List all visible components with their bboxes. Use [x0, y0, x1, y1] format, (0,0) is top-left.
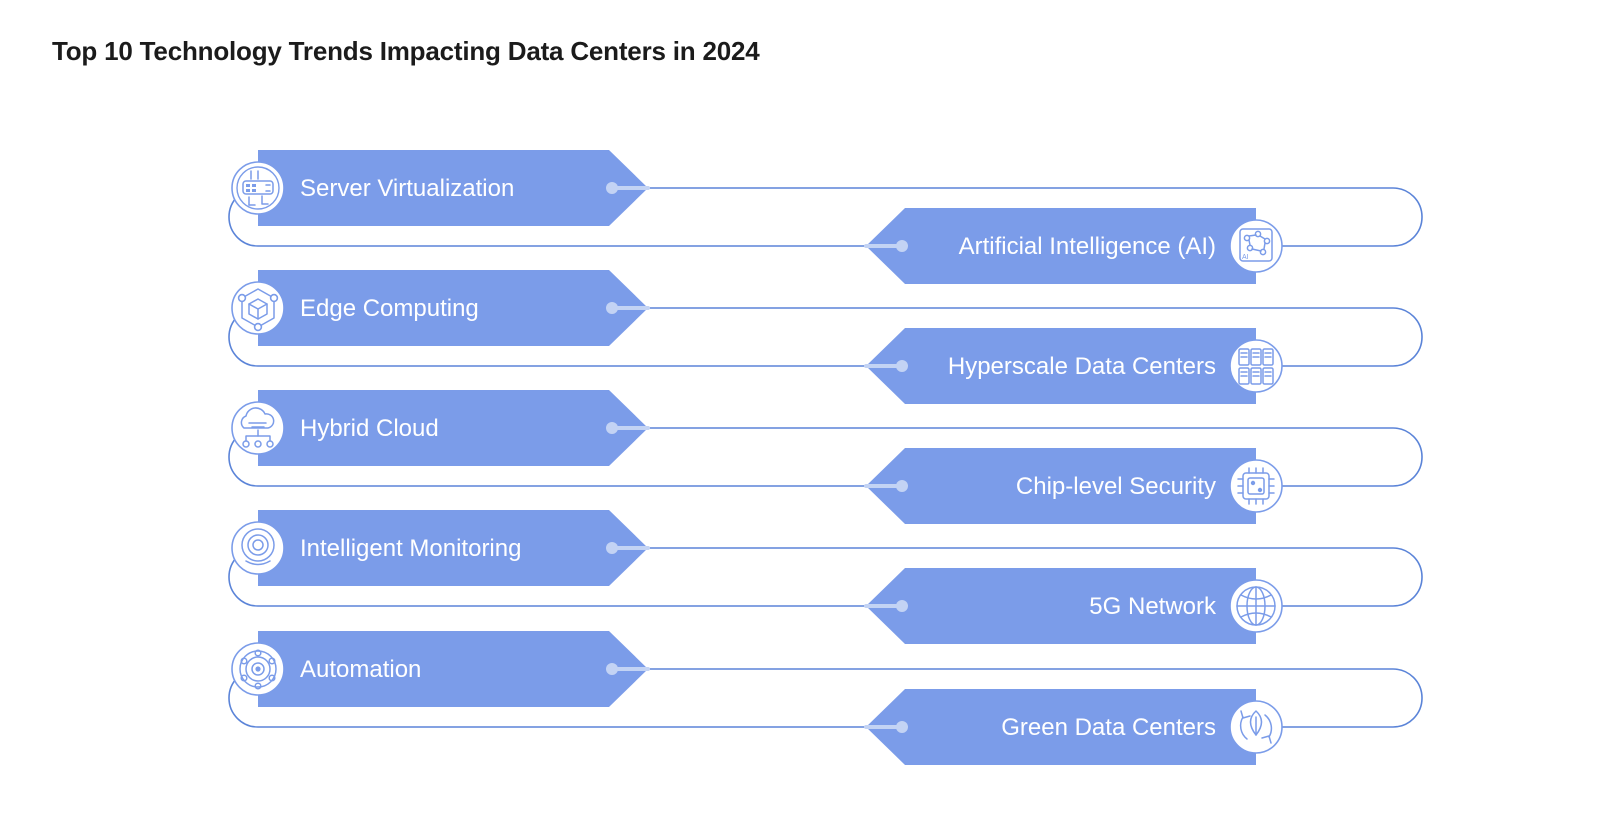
server-racks-grid-icon	[1229, 339, 1283, 393]
rail-group-3	[228, 427, 1423, 487]
trend-label-4: Hyperscale Data Centers	[948, 353, 1216, 380]
trend-label-2: Artificial Intelligence (AI)	[959, 233, 1216, 260]
connector-dot-2	[896, 240, 908, 252]
trend-row-10[interactable]: Green Data Centers	[864, 689, 1283, 765]
cpu-chip-icon	[1229, 459, 1283, 513]
trend-label-1: Server Virtualization	[300, 175, 514, 202]
rail-group-1	[228, 187, 1423, 247]
globe-icon	[1229, 579, 1283, 633]
trend-band-3[interactable]	[258, 270, 648, 346]
connector-rail-5	[228, 668, 1423, 728]
trend-band-2[interactable]	[866, 208, 1256, 284]
trend-label-7: Intelligent Monitoring	[300, 535, 521, 562]
connector-dot-4	[896, 360, 908, 372]
connector-dot-9	[606, 663, 618, 675]
rail-group-5	[228, 668, 1423, 728]
trend-row-3[interactable]: Edge Computing	[231, 270, 650, 346]
trend-label-3: Edge Computing	[300, 295, 479, 322]
trend-row-8[interactable]: 5G Network	[864, 568, 1283, 644]
trend-band-4[interactable]	[866, 328, 1256, 404]
connector-dot-1	[606, 182, 618, 194]
trend-label-5: Hybrid Cloud	[300, 415, 439, 442]
connector-rail-1	[228, 187, 1423, 247]
trend-label-6: Chip-level Security	[1016, 473, 1216, 500]
trend-band-9[interactable]	[258, 631, 648, 707]
trend-row-6[interactable]: Chip-level Security	[864, 448, 1283, 524]
trend-row-4[interactable]: Hyperscale Data Centers	[864, 328, 1283, 404]
trend-row-9[interactable]: Automation	[231, 631, 650, 707]
ai-circuit-board-icon: AI	[1229, 219, 1283, 273]
server-rack-icon	[231, 161, 285, 215]
trend-row-1[interactable]: Server Virtualization	[231, 150, 650, 226]
connector-dot-3	[606, 302, 618, 314]
rail-group-2	[228, 307, 1423, 367]
connector-rail-4	[228, 547, 1423, 607]
trend-row-7[interactable]: Intelligent Monitoring	[231, 510, 650, 586]
connector-dot-7	[606, 542, 618, 554]
rail-group-4	[228, 547, 1423, 607]
trend-label-8: 5G Network	[1089, 593, 1217, 620]
cloud-network-icon	[231, 401, 285, 455]
connector-rail-2	[228, 307, 1423, 367]
trend-band-10[interactable]	[866, 689, 1256, 765]
trend-label-9: Automation	[300, 656, 421, 683]
page-title: Top 10 Technology Trends Impacting Data …	[52, 36, 760, 66]
trend-band-1[interactable]	[258, 150, 648, 226]
connector-rail-3	[228, 427, 1423, 487]
leaf-recycle-icon	[1229, 700, 1283, 754]
gear-orbit-icon	[231, 642, 285, 696]
trend-band-5[interactable]	[258, 390, 648, 466]
svg-text:AI: AI	[1242, 254, 1249, 261]
trend-band-6[interactable]	[866, 448, 1256, 524]
trend-band-8[interactable]	[866, 568, 1256, 644]
connector-dot-8	[896, 600, 908, 612]
trend-row-5[interactable]: Hybrid Cloud	[231, 390, 650, 466]
connector-dot-5	[606, 422, 618, 434]
connector-dot-6	[896, 480, 908, 492]
trend-row-2[interactable]: Artificial Intelligence (AI) AI	[864, 208, 1283, 284]
trend-band-7[interactable]	[258, 510, 648, 586]
sensor-eye-icon	[231, 521, 285, 575]
trend-label-10: Green Data Centers	[1001, 714, 1216, 741]
connector-dot-10	[896, 721, 908, 733]
hexagon-cube-node-icon	[231, 281, 285, 335]
